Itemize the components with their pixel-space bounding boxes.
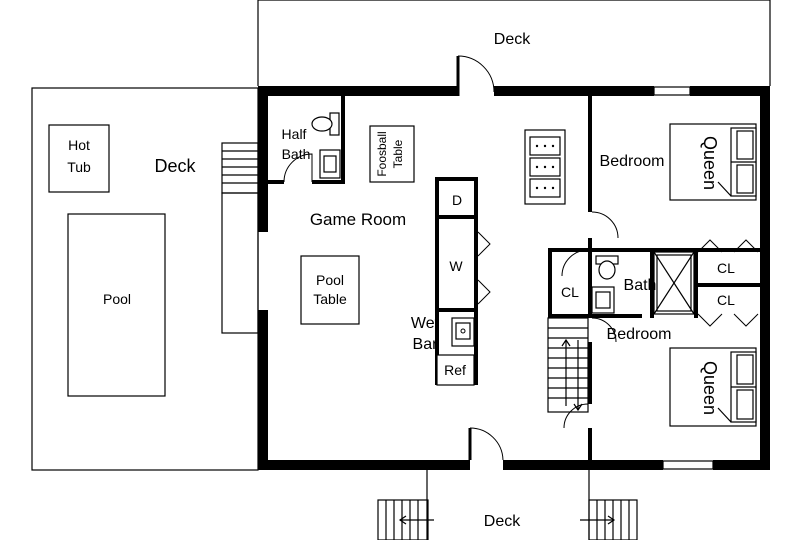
bath-sink-icon [591, 286, 615, 314]
pool: Pool [67, 213, 166, 397]
closet-right-top-label: CL [717, 260, 735, 276]
bed-label: Queen [700, 361, 720, 415]
upper-deck [257, 0, 771, 86]
pool-table-label: Table [313, 291, 347, 307]
half-bath-label: Half [282, 126, 307, 142]
bedroom-top-label: Bedroom [600, 153, 665, 170]
closet-center-label: CL [561, 284, 579, 300]
queen-bed-bottom: Queen [669, 347, 757, 427]
bottom-stairs [377, 470, 638, 540]
foosball-label: Table [391, 139, 405, 168]
exterior-doors [456, 55, 504, 461]
exterior-walls [258, 86, 770, 470]
half-bath-label: Bath [282, 146, 311, 162]
closet-right-bottom-label: CL [717, 292, 735, 308]
pool-table-label: Pool [316, 272, 344, 288]
queen-bed-top: Queen [669, 123, 757, 201]
left-deck [31, 87, 259, 471]
deck-bottom-label: Deck [484, 513, 521, 530]
game-room-label: Game Room [310, 210, 406, 229]
interior-doors [283, 153, 759, 429]
hot-tub-label: Hot [68, 137, 90, 153]
sink-icon [319, 149, 341, 179]
wet-bar-label: Bar [413, 336, 439, 353]
interior-stairs [547, 317, 589, 413]
washer-label: W [449, 258, 463, 274]
windows [653, 86, 714, 470]
wet-bar-label: Wet [411, 315, 440, 332]
left-stairs [221, 142, 259, 334]
toilet-icon [311, 112, 340, 136]
bath-label: Bath [624, 277, 657, 294]
bedroom-bottom-label: Bedroom [607, 326, 672, 343]
hot-tub: Hot Tub [48, 124, 110, 193]
refrigerator: Ref [436, 354, 475, 386]
shower-icon [653, 251, 695, 315]
dryer-label: D [452, 192, 462, 208]
hot-tub-label: Tub [67, 159, 91, 175]
pool-table: Pool Table [300, 255, 360, 325]
deck-left-label: Deck [154, 156, 196, 176]
bed-label: Queen [700, 136, 720, 190]
sofa-icon [524, 129, 566, 205]
pool-label: Pool [103, 291, 131, 307]
foosball-table: Foosball Table [369, 125, 415, 183]
deck-top-label: Deck [494, 31, 531, 48]
foosball-label: Foosball [375, 131, 389, 176]
interior-walls [268, 96, 760, 462]
bath-toilet-icon [595, 255, 619, 280]
fridge-label: Ref [444, 362, 466, 378]
bar-sink-icon [451, 317, 475, 347]
